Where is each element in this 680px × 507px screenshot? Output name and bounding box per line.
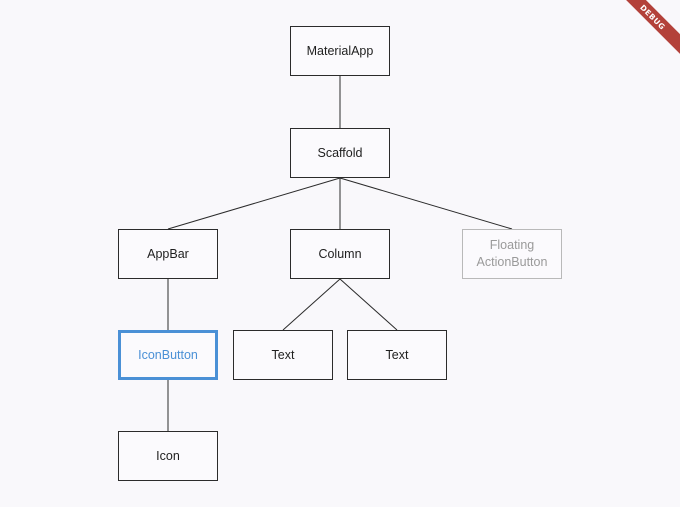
node-column[interactable]: Column — [290, 229, 390, 279]
node-icon[interactable]: Icon — [118, 431, 218, 481]
node-floating-action-button[interactable]: Floating ActionButton — [462, 229, 562, 279]
debug-banner: DEBUG — [609, 0, 680, 61]
node-scaffold[interactable]: Scaffold — [290, 128, 390, 178]
node-text-2[interactable]: Text — [347, 330, 447, 380]
edge-column-text-2 — [339, 278, 398, 331]
edge-scaffold-fab — [339, 177, 513, 230]
node-text-1[interactable]: Text — [233, 330, 333, 380]
node-iconbutton[interactable]: IconButton — [118, 330, 218, 380]
node-materialapp[interactable]: MaterialApp — [290, 26, 390, 76]
edge-column-text-1 — [282, 278, 341, 331]
node-appbar[interactable]: AppBar — [118, 229, 218, 279]
edge-scaffold-appbar — [167, 177, 341, 230]
